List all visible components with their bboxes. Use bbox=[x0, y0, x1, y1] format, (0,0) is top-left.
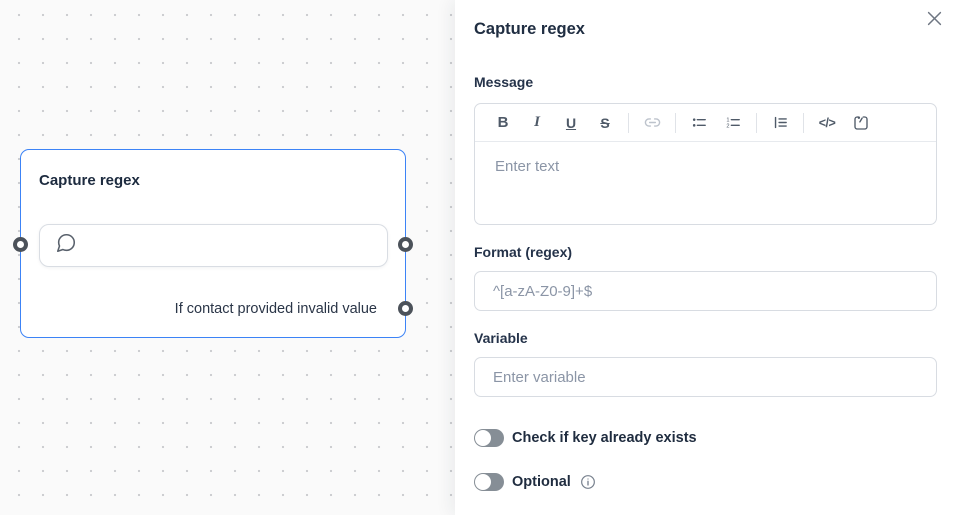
optional-toggle[interactable] bbox=[474, 473, 504, 491]
input-port[interactable] bbox=[13, 237, 28, 252]
info-icon[interactable] bbox=[580, 474, 596, 490]
close-icon[interactable] bbox=[923, 7, 945, 29]
message-label: Message bbox=[474, 74, 534, 90]
toolbar-divider bbox=[628, 112, 629, 133]
settings-panel: Capture regex Message B I U S bbox=[455, 0, 956, 515]
underline-button[interactable]: U bbox=[559, 110, 583, 136]
italic-button[interactable]: I bbox=[525, 110, 549, 136]
toggle-knob bbox=[475, 474, 491, 490]
rich-text-editor: B I U S bbox=[474, 103, 937, 225]
ordered-list-icon[interactable]: 1 2 bbox=[721, 110, 745, 136]
check-exists-toggle[interactable] bbox=[474, 429, 504, 447]
flow-canvas[interactable]: Capture regex If contact provided invali… bbox=[0, 0, 455, 515]
format-regex-input[interactable] bbox=[474, 271, 937, 311]
capture-regex-node[interactable]: Capture regex If contact provided invali… bbox=[20, 149, 406, 338]
node-title: Capture regex bbox=[39, 172, 140, 189]
node-message-preview[interactable] bbox=[39, 224, 388, 267]
variable-input[interactable] bbox=[474, 357, 937, 397]
toolbar-divider bbox=[756, 112, 757, 133]
check-exists-row: Check if key already exists bbox=[474, 429, 937, 447]
code-block-icon[interactable] bbox=[849, 110, 873, 136]
svg-text:1: 1 bbox=[726, 117, 729, 123]
output-port-success[interactable] bbox=[398, 237, 413, 252]
optional-row: Optional bbox=[474, 473, 937, 491]
output-port-failure[interactable] bbox=[398, 301, 413, 316]
message-bubble-icon bbox=[55, 232, 77, 259]
variable-label: Variable bbox=[474, 330, 528, 346]
bold-button[interactable]: B bbox=[491, 110, 515, 136]
optional-label: Optional bbox=[512, 474, 571, 490]
message-text-area[interactable]: Enter text bbox=[495, 158, 560, 175]
format-regex-label: Format (regex) bbox=[474, 244, 573, 260]
panel-title: Capture regex bbox=[474, 20, 585, 38]
failure-branch-label: If contact provided invalid value bbox=[174, 301, 377, 317]
strikethrough-button[interactable]: S bbox=[593, 110, 617, 136]
bullet-list-icon[interactable] bbox=[687, 110, 711, 136]
svg-text:2: 2 bbox=[726, 123, 729, 129]
toggle-knob bbox=[475, 430, 491, 446]
link-icon[interactable] bbox=[640, 110, 664, 136]
editor-toolbar: B I U S bbox=[475, 104, 936, 142]
quote-icon[interactable] bbox=[768, 110, 792, 136]
toolbar-divider bbox=[803, 112, 804, 133]
toolbar-divider bbox=[675, 112, 676, 133]
code-icon[interactable]: </> bbox=[815, 110, 839, 136]
check-exists-label: Check if key already exists bbox=[512, 430, 697, 446]
